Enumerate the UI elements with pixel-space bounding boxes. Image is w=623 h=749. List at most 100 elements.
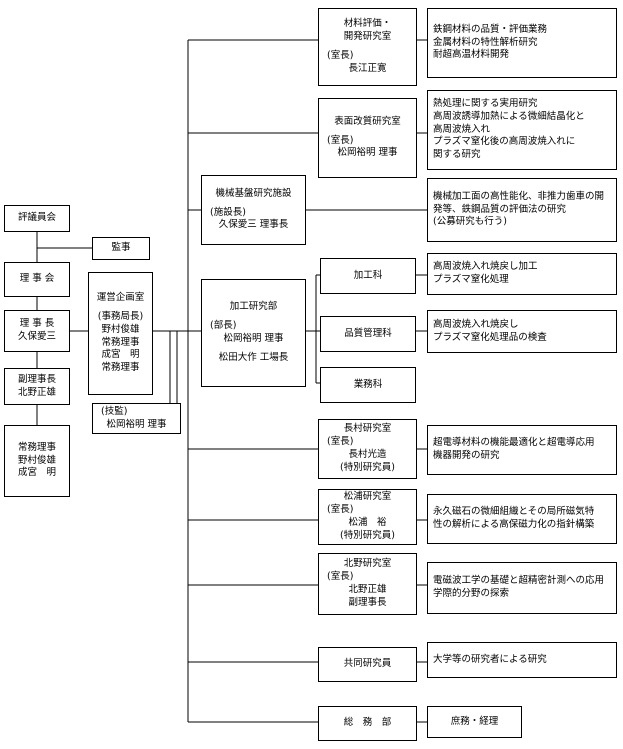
machine-desc-3: (公募研究も行う) [433,216,507,228]
joint-researchers-description: 大学等の研究者による研究 [427,642,617,678]
general-desc-1: 庶務・経理 [450,715,499,727]
kitano-lab-description: 電磁波工学の基礎と超精密計測への応用 学際的分野の探索 [427,562,617,614]
surface-desc-2: 高周波誘導加熱による微細結晶化と [433,110,585,122]
matsuura-lab-box: 松浦研究室 (室長) 松浦 裕 (特別研究員) [318,489,417,545]
nagamura-lab-description: 超電導材料の機能最適化と超電導応用 機器開発の研究 [427,425,617,475]
materials-lab-title-1: 材料評価・ [343,18,392,30]
quality-section-title: 品質管理科 [344,327,392,339]
joint-researchers-box: 共同研究員 [318,647,417,682]
quality-desc-2: プラズマ窒化処理品の検査 [433,331,547,343]
counsel-role: (技監) [101,405,128,417]
kitano-lab-role: (室長) [327,571,354,583]
kitano-lab-head: 北野正雄 [348,584,387,595]
materials-lab-description: 鉄鋼材料の品質・評価業務 金属材料の特性解析研究 耐超高温材料開発 [427,8,617,78]
machine-facility-title: 機械基盤研究施設 [215,187,292,199]
general-affairs-description: 庶務・経理 [427,706,522,738]
chairman-name: 久保愛三 [17,331,56,342]
kitano-desc-2: 学際的分野の探索 [433,588,510,599]
executive-director-name-2: 成宮 明 [17,467,56,479]
counsel-name: 松岡裕明 理事 [106,418,167,430]
vice-chairman-title: 副理事長 [17,373,56,385]
machine-facility-head: 久保愛三 理事長 [218,219,289,231]
surface-lab-description: 熱処理に関する実用研究 高周波誘導加熱による微細結晶化と 高周波焼入れ プラズマ… [427,90,617,170]
nagamura-lab-box: 長村研究室 (室長) 長村光造 (特別研究員) [318,419,417,479]
planning-office-line-2: 常務理事 [101,336,140,348]
nagamura-desc-1: 超電導材料の機能最適化と超電導応用 [433,437,595,449]
surface-desc-4: プラズマ窒化後の高周波焼入れに [433,136,576,148]
quality-desc-1: 高周波焼入れ焼戻し [433,318,519,330]
planning-office-title: 運営企画室 [96,292,145,304]
quality-section-box: 品質管理科 [320,316,416,352]
matsuura-lab-note: (特別研究員) [340,529,395,541]
matsuura-desc-2: 性の解析による高保磁力化の指針構築 [433,519,595,530]
quality-section-description: 高周波焼入れ焼戻し プラズマ窒化処理品の検査 [427,310,617,353]
business-section-box: 業務科 [320,367,416,403]
kakou-desc-1: 高周波焼入れ焼戻し加工 [433,261,538,273]
machine-desc-1: 機械加工面の高性能化、非推力歯車の開 [433,190,605,202]
nagamura-lab-title: 長村研究室 [343,423,392,435]
nagamura-lab-head: 長村光造 [348,449,387,460]
processing-section-title: 加工科 [353,269,383,281]
matsuura-lab-role: (室長) [327,504,354,516]
matsuura-lab-title: 松浦研究室 [343,491,392,503]
planning-office-line-3: 成宮 明 [101,349,140,361]
kitano-lab-box: 北野研究室 (室長) 北野正雄 副理事長 [318,553,417,615]
general-affairs-box: 総 務 部 [318,706,417,741]
council-box: 評議員会 [4,205,70,232]
processing-dept-title: 加工研究部 [229,301,278,313]
surface-lab-head: 松岡裕明 理事 [337,147,398,159]
surface-desc-1: 熱処理に関する実用研究 [433,97,538,109]
kakou-desc-2: プラズマ窒化処理 [433,274,509,285]
nagamura-lab-note: (特別研究員) [340,461,395,473]
materials-lab-role: (室長) [327,50,354,61]
kitano-lab-note: 副理事長 [348,596,387,608]
matsuura-lab-head: 松浦 裕 [348,517,387,528]
executive-director-name-1: 野村俊雄 [17,454,56,466]
joint-researchers-title: 共同研究員 [343,658,392,670]
processing-dept-box: 加工研究部 (部長) 松岡裕明 理事 松田大作 工場長 [201,279,306,387]
business-section-title: 業務科 [353,378,383,390]
chairman-title: 理 事 長 [19,318,55,330]
nagamura-desc-2: 機器開発の研究 [433,450,500,461]
kitano-lab-title: 北野研究室 [343,558,392,570]
processing-dept-role: (部長) [210,320,237,332]
matsuura-desc-1: 永久磁石の微細組織とその局所磁気特 [433,506,595,518]
processing-dept-head-2: 松田大作 工場長 [218,351,289,363]
matsuura-lab-description: 永久磁石の微細組織とその局所磁気特 性の解析による高保磁力化の指針構築 [427,494,617,544]
surface-lab-box: 表面改質研究室 (室長) 松岡裕明 理事 [318,98,417,178]
materials-lab-head: 長江正寛 [348,62,387,74]
counsel-box: (技監) 松岡裕明 理事 [92,403,181,434]
planning-office-line-1: 野村俊雄 [101,323,140,335]
chairman-box: 理 事 長 久保愛三 [4,310,70,352]
kitano-desc-1: 電磁波工学の基礎と超精密計測への応用 [433,575,605,587]
surface-desc-3: 高周波焼入れ [433,123,491,135]
machine-facility-box: 機械基盤研究施設 (施設長) 久保愛三 理事長 [201,175,306,245]
executive-director-box: 常務理事 野村俊雄 成宮 明 [4,425,70,497]
planning-office-role: (事務局長) [97,310,144,322]
materials-desc-3: 耐超高温材料開発 [433,49,510,61]
surface-lab-title: 表面改質研究室 [334,115,401,127]
general-affairs-title: 総 務 部 [343,717,392,729]
board-box: 理 事 会 [4,262,70,297]
nagamura-lab-role: (室長) [327,436,354,448]
machine-facility-description: 機械加工面の高性能化、非推力歯車の開 発等、鉄鋼品質の評価法の研究 (公募研究も… [427,178,617,242]
auditor-box: 監事 [92,237,150,260]
machine-desc-2: 発等、鉄鋼品質の評価法の研究 [433,203,567,215]
joint-desc-1: 大学等の研究者による研究 [433,653,547,665]
auditor-label: 監事 [111,242,131,254]
board-label: 理 事 会 [19,273,55,285]
surface-desc-5: 関する研究 [433,149,481,161]
surface-lab-role: (室長) [327,134,354,146]
machine-facility-role: (施設長) [210,206,246,218]
planning-office-box: 運営企画室 (事務局長) 野村俊雄 常務理事 成宮 明 常務理事 [88,272,153,395]
processing-dept-head-1: 松岡裕明 理事 [223,333,284,344]
materials-desc-1: 鉄鋼材料の品質・評価業務 [433,23,548,35]
council-label: 評議員会 [17,212,56,224]
materials-desc-2: 金属材料の特性解析研究 [433,36,538,48]
processing-section-description: 高周波焼入れ焼戻し加工 プラズマ窒化処理 [427,253,617,295]
vice-chairman-box: 副理事長 北野正雄 [4,368,70,405]
executive-director-title: 常務理事 [17,441,56,453]
materials-lab-title-2: 開発研究室 [343,31,392,43]
materials-lab-box: 材料評価・ 開発研究室 (室長) 長江正寛 [318,8,417,86]
